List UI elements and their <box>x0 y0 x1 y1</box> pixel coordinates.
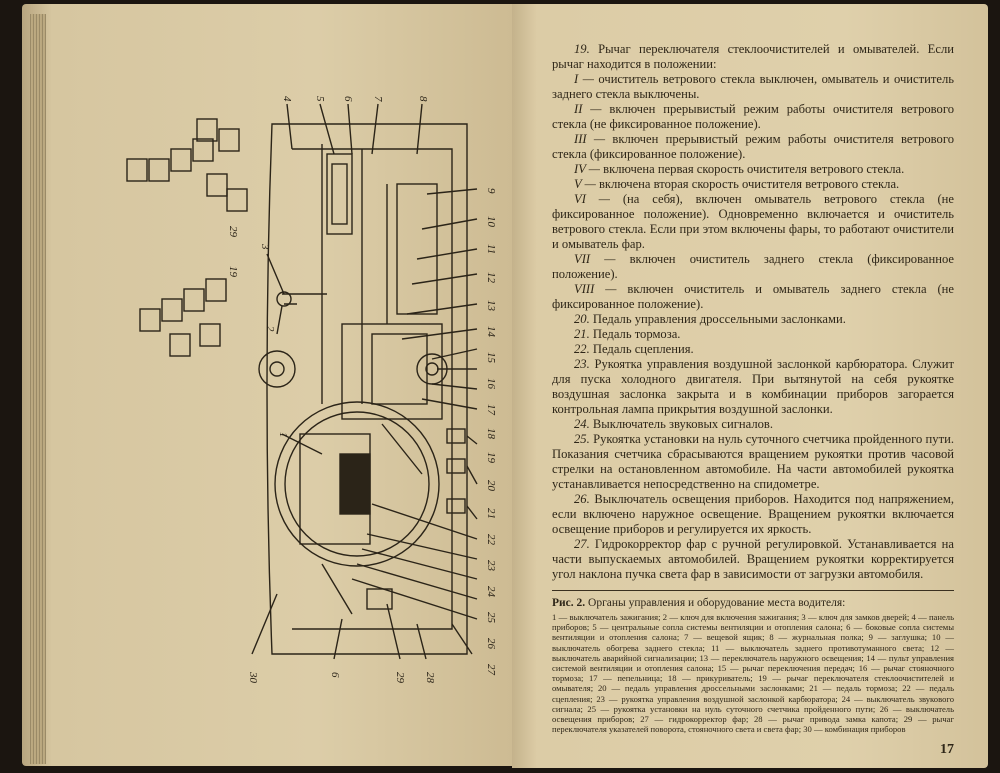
figure-caption: Рис. 2. Органы управления и оборудование… <box>552 597 954 734</box>
callout-number: 19 <box>485 452 497 464</box>
paragraph: 25. Рукоятка установки на нуль суточного… <box>552 432 954 492</box>
item-text: Педаль сцепления. <box>592 342 694 356</box>
item-number: VIII — <box>574 282 617 296</box>
item-number: II — <box>574 102 602 116</box>
item-number: 27. <box>574 537 590 551</box>
callout-number: 19 <box>227 266 239 278</box>
callout-number: 11 <box>485 244 497 254</box>
callout-number: 6 <box>329 672 341 678</box>
paragraph: VI — (на себя), включен омыватель ветров… <box>552 192 954 252</box>
item-text: включена вторая скорость очистителя ветр… <box>598 177 900 191</box>
callout-number: 20 <box>485 480 497 492</box>
item-text: Гидрокорректор фар с ручной регулировкой… <box>552 537 954 581</box>
item-text: включена первая скорость очистителя ветр… <box>603 162 905 176</box>
paragraph: 23. Рукоятка управления воздушной заслон… <box>552 357 954 417</box>
paragraph: 21. Педаль тормоза. <box>552 327 954 342</box>
callout-number: 7 <box>372 96 384 102</box>
item-text: включен прерывистый режим работы очистит… <box>552 132 954 161</box>
paragraph: 27. Гидрокорректор фар с ручной регулиро… <box>552 537 954 582</box>
item-text: включен очиститель заднего стекла (фикси… <box>552 252 954 281</box>
item-text: Рукоятка управления воздушной заслонкой … <box>552 357 955 416</box>
item-number: 20. <box>574 312 590 326</box>
callout-number: 9 <box>485 188 497 194</box>
callout-number: 8 <box>417 96 429 102</box>
caption-label: Рис. 2. <box>552 597 586 609</box>
item-number: 22. <box>574 342 590 356</box>
paragraph: IV — включена первая скорость очистителя… <box>552 162 954 177</box>
paragraph: III — включен прерывистый режим работы о… <box>552 132 954 162</box>
item-text: (на себя), включен омыватель ветрового с… <box>552 192 954 251</box>
item-number: 26. <box>574 492 590 506</box>
paragraph: 24. Выключатель звуковых сигналов. <box>552 417 954 432</box>
page-number: 17 <box>940 742 954 758</box>
callout-number: 26 <box>485 638 497 650</box>
item-number: 23. <box>574 357 590 371</box>
item-number: 19. <box>574 42 590 56</box>
callout-number: 30 <box>247 671 259 684</box>
right-page: 19. Рычаг переключателя стеклоочистителе… <box>512 4 988 769</box>
callout-number: 27 <box>485 664 497 676</box>
callout-number: 28 <box>424 672 436 684</box>
callout-number: 3 <box>259 243 271 250</box>
callout-number: 29 <box>394 672 406 684</box>
callout-number: 14 <box>485 326 497 338</box>
item-text: Рукоятка установки на нуль суточного сче… <box>552 432 954 491</box>
callout-number: 21 <box>485 508 497 519</box>
callout-number: 5 <box>314 96 326 102</box>
paragraph: 20. Педаль управления дроссельными засло… <box>552 312 954 327</box>
item-text: Рычаг переключателя стеклоочистителей и … <box>552 42 954 71</box>
item-text: очиститель ветрового стекла выключен, ом… <box>552 72 954 101</box>
caption-title: Органы управления и оборудование места в… <box>588 597 846 609</box>
callout-number: 12 <box>485 272 497 284</box>
body-text: 19. Рычаг переключателя стеклоочистителе… <box>552 42 954 582</box>
callout-number: 25 <box>485 612 497 624</box>
caption-body: 1 — выключатель зажигания; 2 — ключ для … <box>552 612 954 735</box>
item-number: IV — <box>574 162 601 176</box>
item-number: 25. <box>574 432 590 446</box>
item-text: Педаль управления дроссельными заслонкам… <box>592 312 846 326</box>
item-text: Выключатель звуковых сигналов. <box>592 417 773 431</box>
item-number: 24. <box>574 417 590 431</box>
callout-number: 24 <box>485 586 497 598</box>
item-number: III — <box>574 132 606 146</box>
callout-number: 29 <box>227 226 239 238</box>
paragraph: I — очиститель ветрового стекла выключен… <box>552 72 954 102</box>
item-number: I — <box>574 72 594 86</box>
callout-number: 16 <box>485 378 497 390</box>
callout-number: 1 <box>277 432 289 438</box>
page-edges <box>30 14 46 764</box>
item-text: включен прерывистый режим работы очистит… <box>552 102 954 131</box>
item-number: VII — <box>574 252 616 266</box>
item-text: Педаль тормоза. <box>592 327 681 341</box>
callout-number: 4 <box>281 96 293 102</box>
callout-number: 23 <box>485 560 497 572</box>
callout-number: 22 <box>485 534 497 546</box>
paragraph: 19. Рычаг переключателя стеклоочистителе… <box>552 42 954 72</box>
item-number: V — <box>574 177 596 191</box>
callout-number: 6 <box>342 96 354 102</box>
dashboard-drawing <box>126 103 478 660</box>
callout-number: 15 <box>485 352 497 364</box>
callout-number: 10 <box>485 216 497 228</box>
callout-number: 2 <box>264 326 276 332</box>
callout-number: 13 <box>485 300 497 312</box>
paragraph: VII — включен очиститель заднего стекла … <box>552 252 954 282</box>
item-number: VI — <box>574 192 610 206</box>
item-text: Выключатель освещения приборов. Находитс… <box>552 492 954 536</box>
callout-number: 18 <box>485 428 497 440</box>
paragraph: 26. Выключатель освещения приборов. Нахо… <box>552 492 954 537</box>
callout-number: 17 <box>485 404 497 416</box>
paragraph: 22. Педаль сцепления. <box>552 342 954 357</box>
item-text: включен очиститель и омыватель заднего с… <box>552 282 955 311</box>
paragraph: VIII — включен очиститель и омыватель за… <box>552 282 954 312</box>
paragraph: V — включена вторая скорость очистителя … <box>552 177 954 192</box>
caption-divider <box>552 590 954 591</box>
item-number: 21. <box>574 327 590 341</box>
paragraph: II — включен прерывистый режим работы оч… <box>552 102 954 132</box>
